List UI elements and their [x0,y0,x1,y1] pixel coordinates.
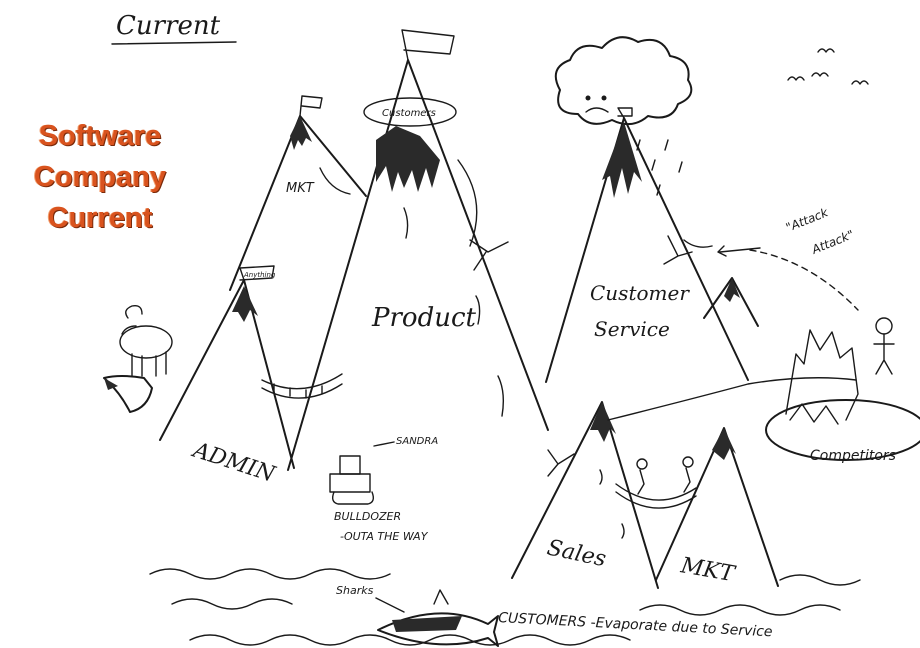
title-line-2: Company [33,161,167,193]
attack-path [749,249,859,311]
mountain-customer-service-label-line2: Service [594,317,670,341]
bulldozer-label-line1: BULLDOZER [334,510,401,523]
shark: Sharks [336,584,499,647]
product-peak-label: Customers [382,108,436,119]
competitors-island: Competitors [765,317,920,464]
mountain-mkt-small-label: MKT [286,181,315,196]
mountain-customer-service: Customer Service [545,107,749,383]
storm-cloud [554,36,693,196]
sandra-label: SANDRA [396,436,438,447]
sharks-label: Sharks [336,584,374,597]
mountain-mkt-right-label: MKT [678,553,738,588]
mountain-sales-label: Sales [545,535,608,572]
water-waves [149,568,861,646]
birds [787,48,869,85]
bulldozer: SANDRA BULLDOZER -OUTA THE WAY [329,436,438,543]
mountain-admin-label: ADMIN [188,437,278,488]
admin-flag-label: Anything [243,271,276,279]
header-underline [111,41,237,45]
attack-arrow [717,245,761,257]
attack-label-line2: Attack" [809,227,856,257]
title-line-1: Software [38,120,162,152]
mountain-product: Customers Product [287,29,549,471]
mountain-mkt-right: MKT [615,427,779,588]
mountain-small-right [703,277,759,327]
mountain-mkt-small: MKT [229,95,367,291]
title-line-3: Current [47,202,153,234]
mountain-product-label: Product [371,303,477,333]
title-block: Software Company Current [10,116,190,239]
goat-on-cliff [103,304,173,413]
attack-label-line1: "Attack [784,205,831,235]
header-label: Current [116,11,221,41]
mountain-customer-service-label-line1: Customer [590,281,690,305]
rope-line [607,377,857,421]
competitors-label: Competitors [810,448,896,464]
bulldozer-label-line2: -OUTA THE WAY [340,530,429,543]
